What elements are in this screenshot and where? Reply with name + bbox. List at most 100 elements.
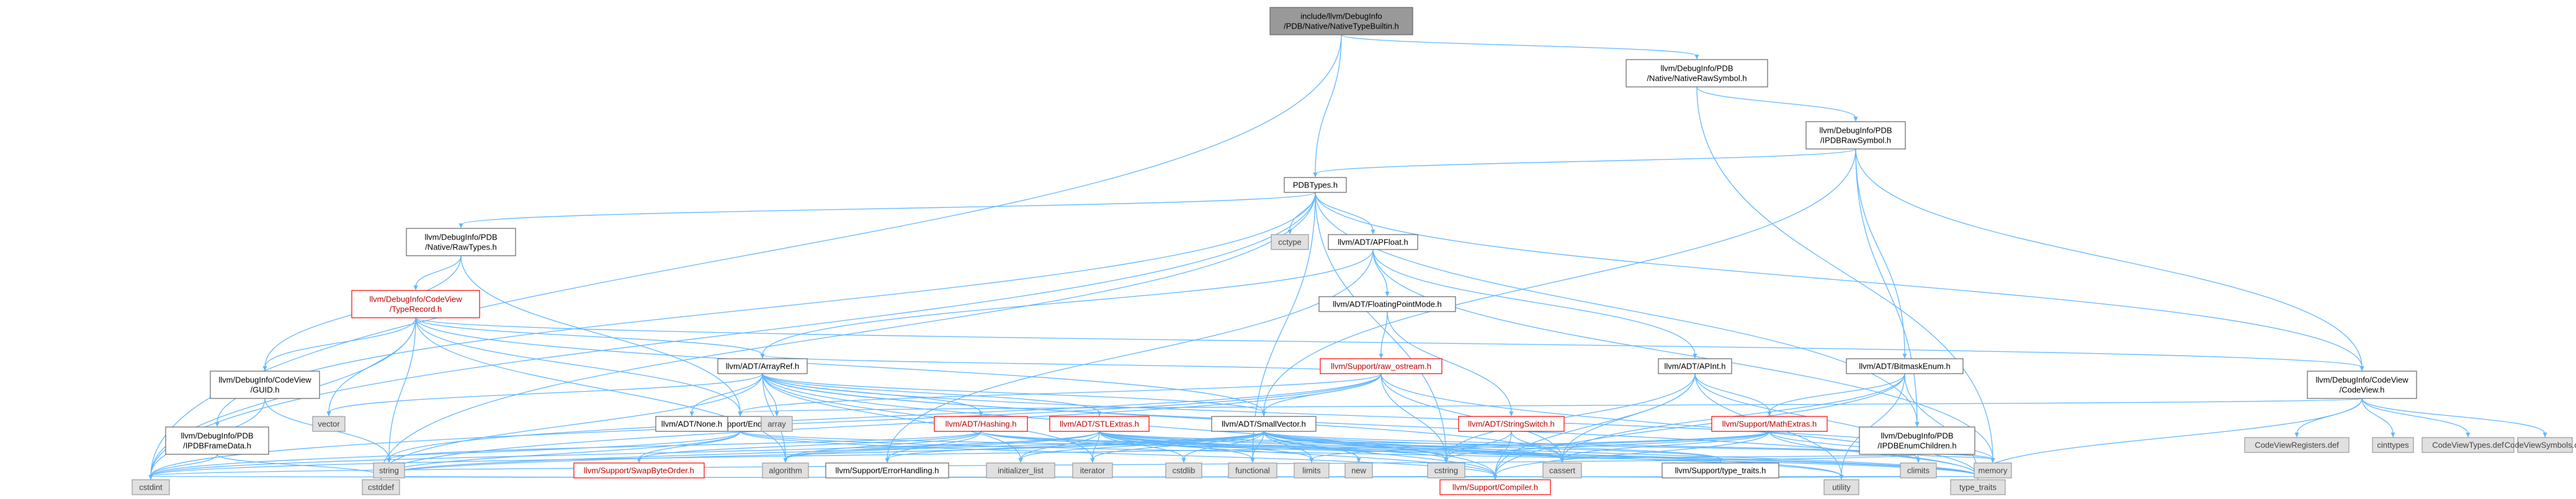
node-label-cstdint: cstdint: [139, 483, 163, 492]
node-label-limits: limits: [1302, 466, 1321, 475]
edge-smallvector-to-utility: [1263, 431, 1842, 477]
node-label-pdbtypes: PDBTypes.h: [1293, 181, 1338, 190]
node-label-functional: functional: [1235, 466, 1270, 475]
node-label-ipdbenum: /IPDBEnumChildren.h: [1877, 441, 1956, 451]
arrowhead-smallvector-to-typetraitsh: [1718, 458, 1723, 463]
node-errorhandling[interactable]: llvm/Support/ErrorHandling.h: [825, 462, 949, 479]
node-label-compiler: llvm/Support/Compiler.h: [1452, 483, 1538, 492]
node-cvtypes: CodeViewTypes.def: [2422, 437, 2515, 453]
node-typerecord[interactable]: llvm/DebugInfo/CodeView/TypeRecord.h: [351, 290, 480, 318]
edge-rawostream-to-string: [388, 373, 1382, 460]
node-ipdbenum[interactable]: llvm/DebugInfo/PDB/IPDBEnumChildren.h: [1859, 426, 1975, 455]
node-label-rawtypes: /Native/RawTypes.h: [425, 243, 497, 252]
node-box-limits: [1294, 462, 1330, 479]
edge-hashing-to-string: [388, 431, 982, 460]
node-limits: limits: [1294, 462, 1330, 479]
node-box-cvtypes: [2422, 437, 2515, 453]
node-label-root: /PDB/Native/NativeTypeBuiltin.h: [1284, 22, 1399, 31]
node-box-algorithm: [762, 462, 809, 479]
node-fpmode[interactable]: llvm/ADT/FloatingPointMode.h: [1318, 296, 1456, 312]
node-climits: climits: [1900, 462, 1937, 479]
node-box-array: [761, 416, 793, 432]
node-label-cstdlib: cstdlib: [1173, 466, 1196, 475]
edge-typerecord-to-algorithm: [415, 317, 786, 460]
node-nrs[interactable]: llvm/DebugInfo/PDB/Native/NativeRawSymbo…: [1626, 59, 1768, 88]
arrowhead-ipdbenum-to-cassert: [1560, 458, 1565, 463]
arrowhead-pdbtypes-to-rawtypes: [458, 223, 463, 228]
edge-smallvector-to-cstddef: [380, 431, 1264, 477]
node-label-array: array: [767, 420, 786, 429]
node-apint[interactable]: llvm/ADT/APInt.h: [1658, 358, 1732, 374]
node-codeview[interactable]: llvm/DebugInfo/CodeView/CodeView.h: [2307, 371, 2417, 399]
edge-codeview-to-cvsymbols: [2361, 398, 2546, 434]
node-label-nrs: llvm/DebugInfo/PDB: [1660, 64, 1733, 73]
node-box-pdbtypes: [1284, 177, 1347, 193]
node-box-cctype: [1271, 234, 1309, 250]
arrowhead-fpmode-to-stringswitch: [1509, 411, 1514, 416]
node-compiler[interactable]: llvm/Support/Compiler.h: [1439, 479, 1551, 495]
node-box-initlist: [986, 462, 1055, 479]
node-rawostream[interactable]: llvm/Support/raw_ostream.h: [1320, 358, 1442, 374]
node-label-cinttypes: cinttypes: [2377, 441, 2409, 450]
arrowhead-iprs-to-pdbtypes: [1313, 173, 1318, 178]
edge-codeview-to-typetraits: [1977, 398, 2363, 477]
node-label-ipdbenum: llvm/DebugInfo/PDB: [1881, 431, 1953, 441]
node-typetraitsh[interactable]: llvm/Support/type_traits.h: [1661, 462, 1779, 479]
arrowhead-smallvector-to-errorhandling: [885, 458, 890, 463]
node-stlextras[interactable]: llvm/ADT/STLExtras.h: [1049, 416, 1150, 432]
node-hashing[interactable]: llvm/ADT/Hashing.h: [934, 416, 1028, 432]
node-label-ipdbframe: llvm/DebugInfo/PDB: [181, 431, 253, 441]
edge-smallvector-to-cstring: [1263, 431, 1447, 460]
node-label-new: new: [1351, 466, 1366, 475]
arrowhead-pdbtypes-to-apfloat: [1371, 230, 1375, 235]
edge-rawostream-to-arrayref: [762, 354, 1382, 374]
edge-apint-to-compiler: [1495, 373, 1696, 477]
edge-mathextras-to-cstdint: [150, 431, 1770, 477]
node-box-arrayref: [717, 358, 808, 374]
node-bitmask[interactable]: llvm/ADT/BitmaskEnum.h: [1846, 358, 1964, 374]
edge-root-to-nrs: [1341, 34, 1697, 56]
node-box-codeview: [2307, 371, 2417, 399]
node-label-climits: climits: [1907, 466, 1930, 475]
node-guid[interactable]: llvm/DebugInfo/CodeView/GUID.h: [210, 371, 320, 399]
edge-smallvector-to-cstdlib: [1183, 431, 1264, 460]
edge-typerecord-to-string: [388, 317, 416, 460]
node-smallvector[interactable]: llvm/ADT/SmallVector.h: [1211, 416, 1317, 432]
edge-fpmode-to-stringswitch: [1387, 311, 1512, 413]
edge-codeview-to-cvtypes: [2361, 398, 2469, 434]
arrowhead-smallvector-to-functional: [1250, 458, 1255, 463]
edge-hashing-to-cstring: [980, 431, 1447, 460]
node-swapbyte[interactable]: llvm/Support/SwapByteOrder.h: [573, 462, 705, 479]
node-box-fpmode: [1318, 296, 1456, 312]
node-mathextras[interactable]: llvm/Support/MathExtras.h: [1711, 416, 1828, 432]
arrowhead-nrs-to-iprs: [1853, 117, 1858, 122]
node-apfloat[interactable]: llvm/ADT/APFloat.h: [1328, 234, 1418, 250]
node-box-new: [1344, 462, 1373, 479]
node-label-root: include/llvm/DebugInfo: [1300, 12, 1382, 21]
node-label-cassert: cassert: [1549, 466, 1575, 475]
arrowhead-smallvector-to-new: [1356, 458, 1361, 463]
node-label-utility: utility: [1832, 483, 1851, 492]
node-root: include/llvm/DebugInfo/PDB/Native/Native…: [1269, 7, 1413, 35]
node-label-ipdbframe: /IPDBFrameData.h: [183, 441, 251, 451]
edge-apfloat-to-arrayref: [762, 249, 1374, 356]
node-label-errorhandling: llvm/Support/ErrorHandling.h: [836, 466, 939, 475]
node-label-swapbyte: llvm/Support/SwapByteOrder.h: [584, 466, 694, 475]
edge-codeview-to-cinttypes: [2361, 398, 2394, 434]
edge-smallvector-to-new: [1263, 431, 1359, 460]
node-label-stringswitch: llvm/ADT/StringSwitch.h: [1468, 420, 1554, 429]
node-arrayref[interactable]: llvm/ADT/ArrayRef.h: [717, 358, 808, 374]
node-stringswitch[interactable]: llvm/ADT/StringSwitch.h: [1458, 416, 1565, 432]
edge-ipdbframe-to-cstdint: [150, 454, 218, 477]
node-label-string: string: [379, 466, 399, 475]
node-none[interactable]: llvm/ADT/None.h: [655, 416, 728, 432]
node-box-cstddef: [362, 479, 400, 495]
node-ipdbframe[interactable]: llvm/DebugInfo/PDB/IPDBFrameData.h: [165, 426, 269, 455]
node-label-cctype: cctype: [1278, 238, 1302, 247]
edge-mathextras-to-cstring: [1446, 431, 1770, 460]
node-pdbtypes[interactable]: PDBTypes.h: [1284, 177, 1347, 193]
node-rawtypes[interactable]: llvm/DebugInfo/PDB/Native/RawTypes.h: [406, 228, 516, 256]
node-label-iterator: iterator: [1080, 466, 1106, 475]
node-iprs[interactable]: llvm/DebugInfo/PDB/IPDBRawSymbol.h: [1805, 121, 1906, 150]
